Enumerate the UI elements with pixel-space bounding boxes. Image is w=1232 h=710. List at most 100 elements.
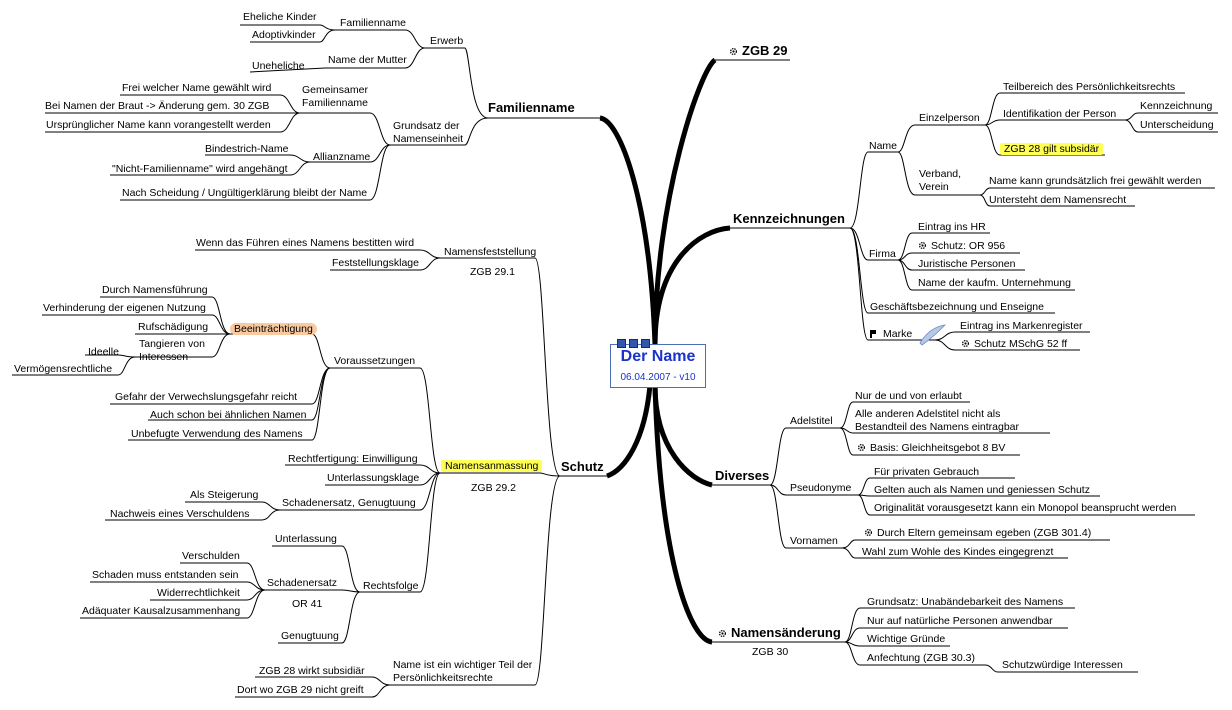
topic-zgb29[interactable]: ZGB 29 <box>729 44 788 57</box>
topic-schutz[interactable]: Schutz <box>561 459 604 474</box>
node-untersteht[interactable]: Untersteht dem Namensrecht <box>989 194 1127 206</box>
node-anfechtung[interactable]: Anfechtung (ZGB 30.3) <box>867 652 975 664</box>
node-zgb292: ZGB 29.2 <box>471 482 516 494</box>
node-zgb28-subsidaer-label: ZGB 28 gilt subsidär <box>1000 143 1104 155</box>
node-or956-label: Schutz: OR 956 <box>931 240 1006 252</box>
node-einzelperson[interactable]: Einzelperson <box>919 112 980 124</box>
node-rufschaedigung[interactable]: Rufschädigung <box>138 321 209 333</box>
node-erwerb[interactable]: Erwerb <box>430 35 464 47</box>
node-rechtfertigung[interactable]: Rechtfertigung: Einwilligung <box>288 453 418 465</box>
node-name[interactable]: Name <box>869 140 898 152</box>
node-vornamen[interactable]: Vornamen <box>790 535 838 547</box>
topic-kennzeichnungen[interactable]: Kennzeichnungen <box>733 211 845 226</box>
node-anmassung[interactable]: Namensanmassung <box>441 460 543 473</box>
node-braut[interactable]: Bei Namen der Braut -> Änderung gem. 30 … <box>45 100 270 112</box>
node-eltern-label: Durch Eltern gemeinsam egeben (ZGB 301.4… <box>877 527 1092 539</box>
node-beeintraechtigung-label: Beeinträchtigung <box>230 323 317 335</box>
node-adaequat[interactable]: Adäquater Kausalzusammenhang <box>82 605 241 617</box>
node-schaden[interactable]: Schaden muss entstanden sein <box>92 569 239 581</box>
node-unterscheidung[interactable]: Unterscheidung <box>1140 119 1214 131</box>
node-tangieren[interactable]: Tangieren von Interessen <box>139 338 205 363</box>
node-schutzwuerdig[interactable]: Schutzwürdige Interessen <box>1002 659 1123 671</box>
node-nachweis[interactable]: Nachweis eines Verschuldens <box>110 508 250 520</box>
node-kaufm[interactable]: Name der kaufm. Unternehmung <box>918 277 1071 289</box>
node-grundsatz-unabaenderbarkeit[interactable]: Grundsatz: Unabändebarkeit des Namens <box>867 596 1064 608</box>
node-verhinderung[interactable]: Verhinderung der eigenen Nutzung <box>43 302 206 314</box>
node-adoptiv[interactable]: Adoptivkinder <box>252 29 316 41</box>
node-marker <box>617 339 626 348</box>
node-kennzeichnung[interactable]: Kennzeichnung <box>1140 100 1213 112</box>
node-firma[interactable]: Firma <box>869 248 896 260</box>
node-feststellungsklage[interactable]: Feststellungsklage <box>332 257 419 269</box>
node-eheliche[interactable]: Eheliche Kinder <box>243 11 317 23</box>
namensaenderung-ref: ZGB 30 <box>752 646 789 658</box>
node-adelstitel[interactable]: Adelstitel <box>790 415 833 427</box>
topic-familienname[interactable]: Familienname <box>488 100 575 115</box>
node-alle[interactable]: Alle anderen Adelstitel nicht als Bestan… <box>855 408 1020 433</box>
node-marke[interactable]: Marke <box>870 328 912 341</box>
node-genugtuung[interactable]: Genugtuung <box>281 630 339 642</box>
node-wichtig[interactable]: Name ist ein wichtiger Teil der Persönli… <box>393 659 533 684</box>
node-hr[interactable]: Eintrag ins HR <box>918 221 986 233</box>
node-unbefugt[interactable]: Unbefugte Verwendung des Namens <box>131 428 303 440</box>
node-wahl[interactable]: Wahl zum Wohle des Kindes eingegrenzt <box>862 546 1054 558</box>
topic-namensaenderung[interactable]: Namensänderung <box>718 626 841 639</box>
node-juristische[interactable]: Juristische Personen <box>918 258 1016 270</box>
node-widerrecht[interactable]: Widerrechtlichkeit <box>157 587 240 599</box>
node-scheidung[interactable]: Nach Scheidung / Ungültigerklärung bleib… <box>122 187 368 199</box>
node-verschulden[interactable]: Verschulden <box>182 550 240 562</box>
topic-diverses[interactable]: Diverses <box>715 468 770 483</box>
central-title: Der Name <box>620 348 696 365</box>
node-zgb28-subsidaer[interactable]: ZGB 28 gilt subsidär <box>1000 143 1104 156</box>
node-bindestrich[interactable]: Bindestrich-Name <box>205 143 289 155</box>
node-frei-gewaehlt[interactable]: Name kann grundsätzlich frei gewählt wer… <box>989 175 1202 187</box>
node-schadenersatz-gen[interactable]: Schadenersatz, Genugtuung <box>282 497 416 509</box>
node-nicht-familienname[interactable]: "Nicht-Familienname" wird angehängt <box>112 163 288 175</box>
topic-zgb29-label: ZGB 29 <box>742 43 788 58</box>
node-teilbereich[interactable]: Teilbereich des Persönlichkeitsrechts <box>1003 81 1176 93</box>
gear-icon <box>718 629 727 638</box>
node-geschaefts[interactable]: Geschäftsbezeichnung und Enseigne <box>870 301 1044 313</box>
node-zgb28[interactable]: ZGB 28 wirkt subsidiär <box>259 665 365 677</box>
node-gefahr[interactable]: Gefahr der Verwechslungsgefahr reicht <box>115 391 298 403</box>
node-identifikation[interactable]: Identifikation der Person <box>1003 108 1117 120</box>
node-allianzname[interactable]: Allianzname <box>313 151 371 163</box>
node-gemeinsamer[interactable]: Gemeinsamer Familienname <box>302 84 368 109</box>
node-unterlassung[interactable]: Unterlassung <box>275 533 337 545</box>
node-pseudonyme[interactable]: Pseudonyme <box>790 482 852 494</box>
gear-icon <box>857 443 866 452</box>
node-beeintraechtigung[interactable]: Beeinträchtigung <box>230 323 317 336</box>
node-mschg[interactable]: Schutz MSchG 52 ff <box>961 338 1067 351</box>
node-schadenersatz[interactable]: Schadenersatz <box>267 577 338 589</box>
node-vermoegen[interactable]: Vermögensrechtliche <box>14 363 113 375</box>
node-ideelle[interactable]: Ideelle <box>88 346 119 358</box>
node-unterlassungsklage[interactable]: Unterlassungsklage <box>327 472 420 484</box>
node-originalitaet[interactable]: Originalität vorausgesetzt kann ein Mono… <box>874 502 1177 514</box>
node-wenn[interactable]: Wenn das Führen eines Namens bestitten w… <box>196 237 415 249</box>
node-natuerlich[interactable]: Nur auf natürliche Personen anwendbar <box>867 615 1053 627</box>
node-uneheliche[interactable]: Uneheliche <box>252 60 305 72</box>
node-rechtsfolge[interactable]: Rechtsfolge <box>363 580 419 592</box>
node-frei[interactable]: Frei welcher Name gewählt wird <box>122 82 272 94</box>
node-or956[interactable]: Schutz: OR 956 <box>918 240 1005 253</box>
node-privat[interactable]: Für privaten Gebrauch <box>874 466 980 478</box>
node-voraussetzungen[interactable]: Voraussetzungen <box>334 355 416 367</box>
node-feststellung[interactable]: Namensfeststellung <box>444 246 537 258</box>
node-aehnlich[interactable]: Auch schon bei ähnlichen Namen <box>150 409 307 421</box>
node-mschg-label: Schutz MSchG 52 ff <box>974 338 1068 350</box>
node-urspruenglich[interactable]: Ursprünglicher Name kann vorangestellt w… <box>46 119 271 131</box>
node-name-mutter[interactable]: Name der Mutter <box>328 54 407 66</box>
node-steigerung[interactable]: Als Steigerung <box>190 489 259 501</box>
node-eltern[interactable]: Durch Eltern gemeinsam egeben (ZGB 301.4… <box>864 527 1091 540</box>
node-familienname-sub[interactable]: Familienname <box>340 17 406 29</box>
central-node[interactable]: Der Name 06.04.2007 - v10 <box>610 339 706 388</box>
node-verband[interactable]: Verband, Verein <box>919 168 962 193</box>
node-nur[interactable]: Nur de und von erlaubt <box>855 390 962 402</box>
node-gelten[interactable]: Gelten auch als Namen und geniessen Schu… <box>874 484 1090 496</box>
node-markenregister[interactable]: Eintrag ins Markenregister <box>960 320 1083 332</box>
node-basis[interactable]: Basis: Gleichheitsgebot 8 BV <box>857 442 1005 455</box>
node-dort[interactable]: Dort wo ZGB 29 nicht greift <box>237 684 364 696</box>
node-durch[interactable]: Durch Namensführung <box>102 284 208 296</box>
node-grundsatz[interactable]: Grundsatz der Namenseinheit <box>393 120 464 145</box>
node-wichtige[interactable]: Wichtige Gründe <box>867 633 946 645</box>
